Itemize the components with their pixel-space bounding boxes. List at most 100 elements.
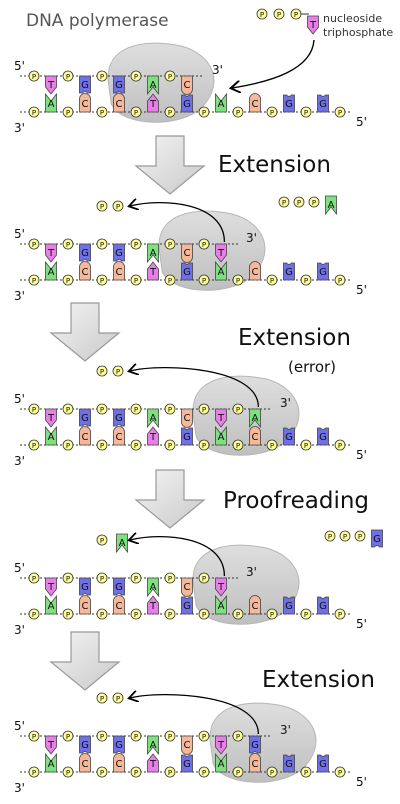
- base-shape: [45, 92, 57, 113]
- base-shape: [215, 735, 227, 755]
- phosphate-label: P: [168, 277, 172, 285]
- phosphate-icon: [198, 238, 210, 250]
- base-letter: T: [149, 432, 157, 443]
- phosphate-label: P: [168, 733, 172, 741]
- base-shape: [113, 426, 125, 446]
- phosphate-icon: [198, 403, 210, 415]
- base-letter: G: [81, 80, 89, 91]
- base-letter: A: [48, 99, 55, 110]
- base-shape: [113, 93, 125, 113]
- phosphate-label: P: [168, 611, 172, 619]
- base-shape: [45, 425, 57, 446]
- base-letter: A: [150, 248, 157, 259]
- base-C-icon: C: [79, 595, 91, 615]
- base-G-icon: G: [249, 735, 261, 754]
- base-letter: G: [319, 99, 327, 110]
- phosphate-label: P: [236, 442, 240, 450]
- base-shape: [79, 595, 91, 615]
- phosphate-icon: [62, 439, 74, 451]
- base-G-icon: G: [181, 262, 193, 281]
- base-shape: [45, 752, 57, 773]
- phosphate-icon: [198, 766, 210, 778]
- release-arrow: [130, 203, 226, 243]
- base-shape: [147, 261, 159, 281]
- strand-end-5prime-bottom: 5': [356, 115, 367, 129]
- phosphate-icon: [266, 608, 278, 620]
- phosphate-label: P: [66, 611, 70, 619]
- base-G-icon: G: [79, 75, 91, 94]
- base-G-icon: G: [181, 754, 193, 773]
- phosphate-icon: [266, 439, 278, 451]
- phosphate-icon: [96, 692, 108, 704]
- phosphate-label: P: [32, 575, 36, 583]
- strand-end-5prime-bottom: 5': [356, 448, 367, 462]
- phosphate-label: P: [270, 442, 274, 450]
- base-shape: [147, 735, 159, 756]
- base-G-icon: G: [113, 735, 125, 754]
- phosphate-label: P: [202, 241, 206, 249]
- phosphate-icon: [96, 572, 108, 584]
- base-letter: G: [319, 267, 327, 278]
- phosphate-label: P: [338, 277, 342, 285]
- base-shape: [371, 529, 383, 548]
- phosphate-icon: [130, 70, 142, 82]
- base-letter: A: [252, 413, 259, 424]
- base-shape: [283, 94, 295, 113]
- phosphate-icon: [293, 196, 305, 208]
- base-G-icon: G: [113, 577, 125, 596]
- base-shape: [307, 15, 319, 35]
- phosphate-icon: [324, 530, 336, 542]
- base-T-icon: T: [45, 408, 57, 428]
- phosphate-icon: [62, 70, 74, 82]
- base-G-icon: G: [283, 596, 295, 615]
- base-shape: [283, 262, 295, 281]
- phosphate-icon: [28, 766, 40, 778]
- base-shape: [283, 596, 295, 615]
- phosphate-icon: [232, 274, 244, 286]
- base-G-icon: G: [283, 754, 295, 773]
- phosphate-label: P: [282, 199, 286, 207]
- base-shape: [283, 754, 295, 773]
- phosphate-label: P: [100, 73, 104, 81]
- base-shape: [113, 243, 125, 262]
- phosphate-icon: [62, 608, 74, 620]
- base-shape: [317, 596, 329, 615]
- base-letter: G: [183, 99, 191, 110]
- phosphate-label: P: [328, 533, 332, 541]
- phosphate-icon: [96, 730, 108, 742]
- strand-end-5prime-top: 5': [14, 392, 25, 406]
- phosphate-label: P: [202, 406, 206, 414]
- base-G-icon: G: [317, 94, 329, 113]
- base-shape: [317, 427, 329, 446]
- phosphate-icon: [62, 572, 74, 584]
- phosphate-icon: [300, 106, 312, 118]
- phosphate-icon: [198, 274, 210, 286]
- step-down-arrow-icon: [49, 631, 121, 691]
- phosphate-label: P: [100, 537, 104, 545]
- base-shape: [317, 262, 329, 281]
- base-G-icon: G: [79, 408, 91, 427]
- strand-end-5prime-bottom: 5': [356, 617, 367, 631]
- phosphate-icon: [334, 106, 346, 118]
- phosphate-icon: [130, 238, 142, 250]
- base-A-icon: A: [147, 735, 159, 756]
- base-G-icon: G: [181, 94, 193, 113]
- base-letter: T: [217, 582, 225, 593]
- base-C-icon: C: [113, 261, 125, 281]
- phosphate-icon: [334, 439, 346, 451]
- base-shape: [215, 594, 227, 615]
- diagram-title: DNA polymerase: [26, 11, 169, 31]
- phosphate-icon: [28, 572, 40, 584]
- phosphate-label: P: [134, 277, 138, 285]
- strand-end-5prime-top: 5': [14, 719, 25, 733]
- phosphate-label: P: [202, 442, 206, 450]
- base-C-icon: C: [79, 426, 91, 446]
- phosphate-label: P: [134, 611, 138, 619]
- base-G-icon: G: [317, 427, 329, 446]
- phosphate-label: P: [202, 611, 206, 619]
- phosphate-icon: [130, 106, 142, 118]
